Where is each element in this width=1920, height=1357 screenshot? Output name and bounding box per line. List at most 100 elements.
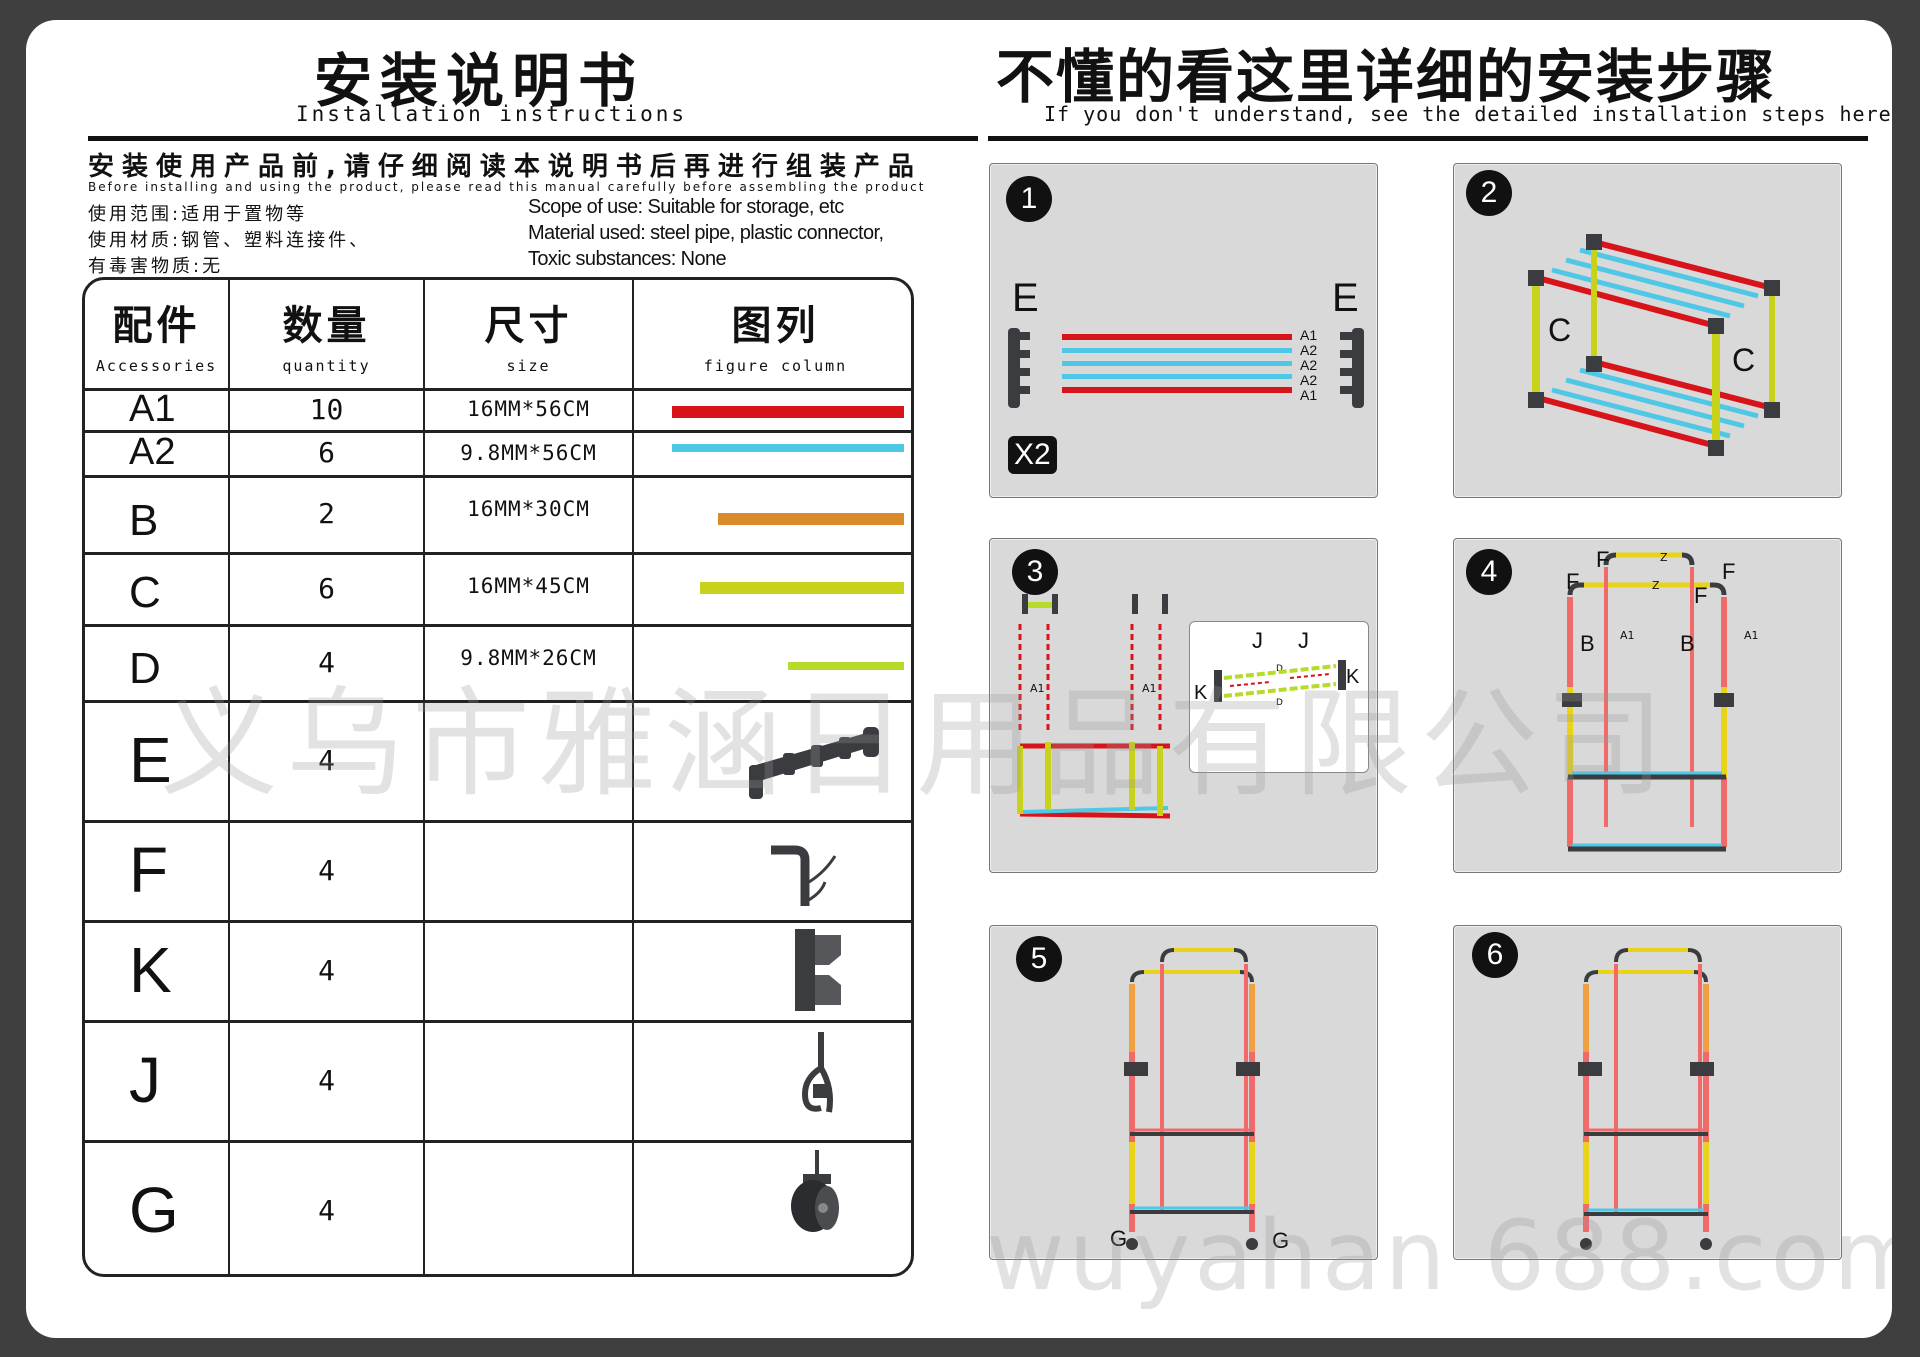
material-en: Material used: steel pipe, plastic conne… — [528, 222, 884, 244]
quantity-cell: 10 — [309, 392, 344, 426]
manual-title: 安装说明书 — [314, 47, 645, 115]
instruction-sheet: 安装说明书 Installation instructions 不懂的看这里详细… — [26, 20, 1892, 1338]
header-figure: 图列 figure column — [703, 302, 848, 375]
size-cell — [425, 1020, 632, 1140]
intro-cn: 安装使用产品前,请仔细阅读本说明书后再进行组装产品 — [88, 152, 922, 182]
left-header-rule — [88, 136, 978, 141]
step-4-number: 4 — [1466, 549, 1512, 595]
step-4-a1-label: A1 — [1620, 629, 1635, 642]
step-1-label-left: E — [1012, 276, 1039, 320]
right-header-rule — [988, 136, 1868, 141]
step-3-panel: 3 A1 A1 J J K K D D — [989, 538, 1378, 873]
toxic-cn: 有毒害物质:无 — [88, 256, 224, 277]
step-4-b-label: B — [1580, 631, 1595, 656]
part-cell: C — [129, 568, 161, 617]
step-4-z-label: Z — [1660, 551, 1668, 564]
size-cell: 16MM*45CM — [467, 574, 590, 598]
size-cell — [425, 700, 632, 820]
part-cell: B — [129, 496, 159, 545]
step-3-a1-left: A1 — [1030, 682, 1045, 695]
step-4-f-label: F — [1722, 559, 1736, 584]
step-4-f-label: F — [1566, 569, 1580, 594]
step-6-drawing — [1578, 948, 1714, 1250]
material-cn: 使用材质:钢管、塑料连接件、 — [88, 230, 371, 251]
step-1-drawing — [1008, 328, 1364, 408]
hook-j-icon — [801, 1032, 833, 1113]
step-2-panel: 2 C C — [1453, 163, 1842, 498]
quantity-cell: 6 — [318, 436, 335, 469]
hook-f-icon — [771, 845, 837, 906]
step-3-d-label: D — [1276, 664, 1283, 674]
step-6-panel: 6 — [1453, 925, 1842, 1260]
quantity-cell: 4 — [318, 1063, 335, 1097]
scope-cn: 使用范围:适用于置物等 — [88, 204, 308, 225]
step-1-tube-label: A1 — [1300, 327, 1318, 343]
quantity-cell: 4 — [318, 645, 335, 679]
size-cell: 16MM*30CM — [467, 497, 590, 521]
quantity-cell: 4 — [318, 743, 335, 777]
size-cell — [425, 820, 632, 920]
step-5-g-label: G — [1272, 1228, 1290, 1253]
accessories-table: 配件 Accessories 数量 quantity 尺寸 size 图列 fi… — [82, 277, 914, 1277]
header-quantity: 数量 quantity — [282, 302, 371, 375]
step-4-drawing — [1562, 552, 1734, 852]
step-5-panel: 5 G G — [989, 925, 1378, 1260]
part-cell: A1 — [129, 387, 176, 430]
part-color-bar — [788, 662, 904, 670]
step-1-tube-label: A2 — [1300, 357, 1318, 373]
quantity-cell: 4 — [318, 853, 335, 887]
quantity-cell: 2 — [318, 497, 335, 530]
step-4-panel: 4 F F F F Z Z B B A1 A1 — [1453, 538, 1842, 873]
quantity-cell: 4 — [318, 1193, 335, 1227]
steps-title: 不懂的看这里详细的安装步骤 — [996, 43, 1777, 111]
step-2-drawing — [1528, 234, 1780, 456]
step-3-drawing — [1017, 594, 1171, 819]
step-5-g-label: G — [1110, 1226, 1128, 1251]
step-1-panel: 1 E E A1 A2 A2 A2 A1 X2 — [989, 163, 1378, 498]
step-6-number: 6 — [1472, 932, 1518, 978]
connector-k-icon — [795, 929, 841, 1011]
step-4-f-label: F — [1694, 583, 1708, 608]
step-4-a1-label: A1 — [1744, 629, 1759, 642]
step-3-j-label: J — [1298, 628, 1309, 653]
step-3-inset: J J K K D D — [1189, 621, 1369, 773]
step-1-multiplier: X2 — [1008, 436, 1057, 474]
manual-title-en: Installation instructions — [296, 102, 688, 126]
step-3-a1-right: A1 — [1142, 682, 1157, 695]
size-cell: 9.8MM*26CM — [460, 646, 597, 670]
quantity-cell: 4 — [318, 953, 335, 987]
step-3-k-label: K — [1194, 682, 1208, 704]
step-3-k-label: K — [1346, 666, 1360, 688]
part-color-bar — [672, 444, 904, 452]
part-cell: F — [129, 834, 169, 906]
quantity-cell: 6 — [318, 571, 335, 605]
caster-g-icon — [791, 1150, 839, 1232]
size-cell — [425, 920, 632, 1020]
step-2-label-right: C — [1732, 342, 1756, 378]
connector-e-icon — [749, 727, 879, 799]
step-5-drawing — [1124, 948, 1260, 1250]
scope-en: Scope of use: Suitable for storage, etc — [528, 196, 844, 218]
step-3-number: 3 — [1012, 549, 1058, 595]
step-3-j-label: J — [1252, 628, 1263, 653]
step-2-number: 2 — [1466, 170, 1512, 216]
step-1-tube-label: A2 — [1300, 372, 1318, 388]
step-1-label-right: E — [1332, 276, 1359, 320]
step-4-z-label: Z — [1652, 579, 1660, 592]
header-accessories: 配件 Accessories — [95, 302, 218, 375]
part-color-bar — [718, 513, 904, 525]
step-4-f-label: F — [1596, 547, 1610, 572]
part-cell: G — [129, 1174, 179, 1246]
part-cell: J — [129, 1044, 161, 1116]
part-cell: A2 — [129, 431, 176, 473]
part-cell: D — [129, 644, 161, 693]
step-5-number: 5 — [1016, 936, 1062, 982]
intro-en: Before installing and using the product,… — [88, 180, 926, 194]
step-1-number: 1 — [1006, 176, 1052, 222]
size-cell: 9.8MM*56CM — [460, 440, 597, 465]
part-cell: E — [129, 724, 172, 796]
steps-title-en: If you don't understand, see the detaile… — [1044, 102, 1892, 126]
step-1-tube-label: A1 — [1300, 387, 1318, 403]
size-cell — [425, 1140, 632, 1274]
step-3-d-label: D — [1276, 698, 1283, 708]
